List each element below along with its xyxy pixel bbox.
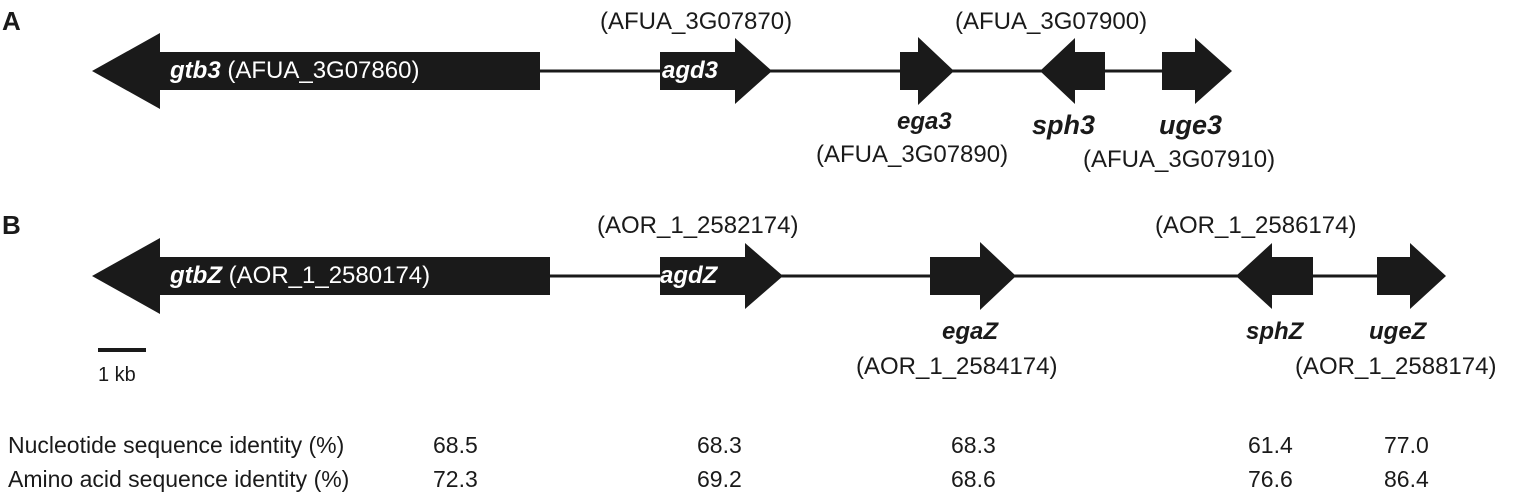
ugeZ-id: (AOR_1_2588174) — [1295, 353, 1497, 380]
sph3-arrow — [1040, 38, 1105, 104]
agd3-arrow — [660, 38, 772, 104]
egaZ-id: (AOR_1_2584174) — [856, 353, 1058, 380]
amino-acid-agd-value: 69.2 — [697, 466, 742, 492]
ega3-arrow — [900, 37, 954, 105]
nucleotide-row-label: Nucleotide sequence identity (%) — [8, 432, 345, 458]
agdZ-label: agdZ — [660, 262, 718, 289]
agdZ-id: (AOR_1_2582174) — [597, 212, 799, 239]
nucleotide-uge-value: 77.0 — [1384, 432, 1429, 458]
nucleotide-agd-value: 68.3 — [697, 432, 742, 458]
agd3-label: agd3 — [662, 57, 719, 84]
sphZ-id: (AOR_1_2586174) — [1155, 212, 1357, 239]
nucleotide-sph-value: 61.4 — [1248, 432, 1293, 458]
amino-acid-gtb-value: 72.3 — [433, 466, 478, 492]
panel-label-b: B — [2, 210, 21, 240]
gtbZ-label: gtbZ (AOR_1_2580174) — [170, 262, 431, 289]
amino-acid-sph-value: 76.6 — [1248, 466, 1293, 492]
gtbZ-arrow — [92, 238, 550, 314]
uge3-id: (AFUA_3G07910) — [1083, 146, 1276, 173]
uge3-name: uge3 — [1159, 110, 1223, 140]
nucleotide-gtb-value: 68.5 — [433, 432, 478, 458]
egaZ-arrow — [930, 242, 1016, 310]
panel-label-a: A — [2, 6, 21, 36]
ega3-name: ega3 — [897, 108, 952, 135]
amino-acid-ega-value: 68.6 — [951, 466, 996, 492]
sph3-name: sph3 — [1032, 110, 1096, 140]
gtb3-label: gtb3 (AFUA_3G07860) — [170, 57, 420, 84]
egaZ-name: egaZ — [942, 318, 999, 345]
gtb3-arrow — [92, 33, 540, 109]
nucleotide-ega-value: 68.3 — [951, 432, 996, 458]
ugeZ-name: ugeZ — [1369, 318, 1427, 345]
sphZ-name: sphZ — [1246, 318, 1304, 345]
ega3-id: (AFUA_3G07890) — [816, 141, 1009, 168]
ugeZ-arrow — [1377, 243, 1446, 309]
uge3-arrow — [1162, 38, 1232, 104]
amino-acid-uge-value: 86.4 — [1384, 466, 1429, 492]
sph3-id: (AFUA_3G07900) — [955, 8, 1148, 35]
sphZ-arrow — [1236, 243, 1313, 309]
agdZ-arrow — [660, 243, 783, 309]
scale-bar-label: 1 kb — [98, 364, 136, 386]
agd3-id: (AFUA_3G07870) — [600, 8, 793, 35]
amino-acid-row-label: Amino acid sequence identity (%) — [8, 466, 350, 492]
